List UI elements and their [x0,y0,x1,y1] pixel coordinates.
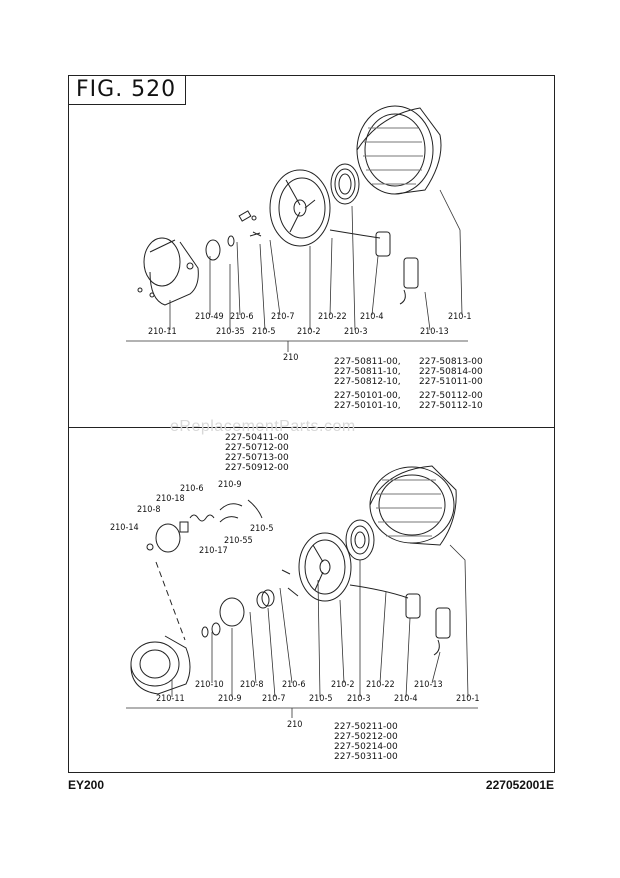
callout-210-14: 210-14 [110,523,139,533]
label-210-22: 210-22 [318,312,347,322]
codes-left: 227-50811-00, 227-50811-10, 227-50812-10… [334,357,401,411]
callout-210-55: 210-55 [224,536,253,546]
label-210-1: 210-1 [448,312,472,322]
callout-210-17: 210-17 [199,546,228,556]
label-210-13: 210-13 [420,327,449,337]
codes-bottom: 227-50211-00 227-50212-00 227-50214-00 2… [334,722,398,762]
label-210-7: 210-7 [271,312,295,322]
label-210-5: 210-5 [252,327,276,337]
label-210-49: 210-49 [195,312,224,322]
cup-top [137,237,199,306]
codes-bottom-top: 227-50411-00 227-50712-00 227-50713-00 2… [225,433,289,473]
label-b-210-22: 210-22 [366,680,395,690]
spring-top [330,163,360,205]
figure-title: FIG. 520 [68,75,186,105]
case-bottom [369,465,457,546]
label-210-6: 210-6 [230,312,254,322]
reel-top [269,169,331,247]
label-210-3: 210-3 [344,327,368,337]
document-number: 227052001E [485,778,554,792]
label-b-210-9: 210-9 [218,694,242,704]
cup-bottom [130,635,191,695]
label-b-210-10: 210-10 [195,680,224,690]
callout-210-18: 210-18 [156,494,185,504]
coil-bottom [256,589,275,609]
label-b-210-2: 210-2 [331,680,355,690]
callout-210-6: 210-6 [180,484,204,494]
spring-bottom [345,519,375,561]
label-b-210-11: 210-11 [156,694,185,704]
assembly-label-bottom: 210 [287,720,303,730]
label-210-2: 210-2 [297,327,321,337]
label-210-4: 210-4 [360,312,384,322]
label-210-11: 210-11 [148,327,177,337]
label-b-210-6: 210-6 [282,680,306,690]
label-b-210-4: 210-4 [394,694,418,704]
section-divider [68,427,555,428]
callout-210-9: 210-9 [218,480,242,490]
label-b-210-1: 210-1 [456,694,480,704]
label-b-210-8: 210-8 [240,680,264,690]
reel-bottom [298,532,352,602]
label-b-210-7: 210-7 [262,694,286,704]
label-210-35: 210-35 [216,327,245,337]
assembly-label: 210 [283,353,299,363]
watermark: eReplacementParts.com [170,418,356,435]
figure-frame [68,75,555,773]
label-b-210-3: 210-3 [347,694,371,704]
callout-210-5: 210-5 [250,524,274,534]
label-b-210-13: 210-13 [414,680,443,690]
case-top [356,105,442,195]
label-b-210-5: 210-5 [309,694,333,704]
model-number: EY200 [68,778,105,792]
codes-right: 227-50813-00 227-50814-00 227-51011-00 2… [419,357,483,411]
callout-210-8: 210-8 [137,505,161,515]
